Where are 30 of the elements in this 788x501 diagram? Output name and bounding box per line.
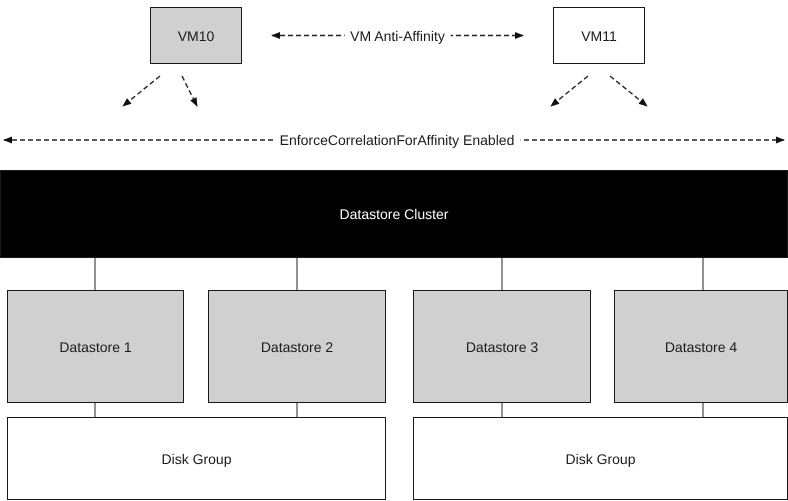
process-box: [413, 290, 591, 403]
node-label: Datastore 1: [59, 338, 132, 354]
dashed-arrow: [181, 76, 198, 107]
connector-line: [94, 402, 96, 418]
node-label: Datastore 3: [466, 338, 538, 354]
node-label: Datastore 2: [260, 338, 334, 354]
process-box: [208, 290, 386, 403]
connector-line: [296, 258, 298, 290]
dashed-arrow: [610, 75, 648, 107]
process-box: [7, 290, 184, 403]
node-label: Datastore 4: [664, 338, 738, 354]
process-box: [413, 417, 788, 500]
node-label: Disk Group: [161, 450, 232, 466]
node-label: VM10: [178, 28, 214, 44]
connector-line: [702, 258, 704, 290]
connector-line: [702, 402, 704, 418]
process-box: [614, 290, 788, 403]
process-box: [150, 7, 242, 64]
span-label: EnforceCorrelationForAffinity Enabled: [274, 132, 520, 148]
connector-line: [296, 402, 298, 418]
node-label: VM11: [581, 28, 617, 44]
connector-line: [94, 258, 96, 290]
dashed-arrow: [122, 75, 160, 107]
cluster-bar: [0, 170, 788, 258]
dashed-arrow: [550, 75, 588, 107]
edge-label: VM Anti-Affinity: [344, 28, 451, 44]
process-box: [553, 7, 645, 64]
node-label: Datastore Cluster: [340, 206, 448, 222]
node-label: Disk Group: [565, 450, 636, 466]
process-box: [7, 417, 386, 500]
